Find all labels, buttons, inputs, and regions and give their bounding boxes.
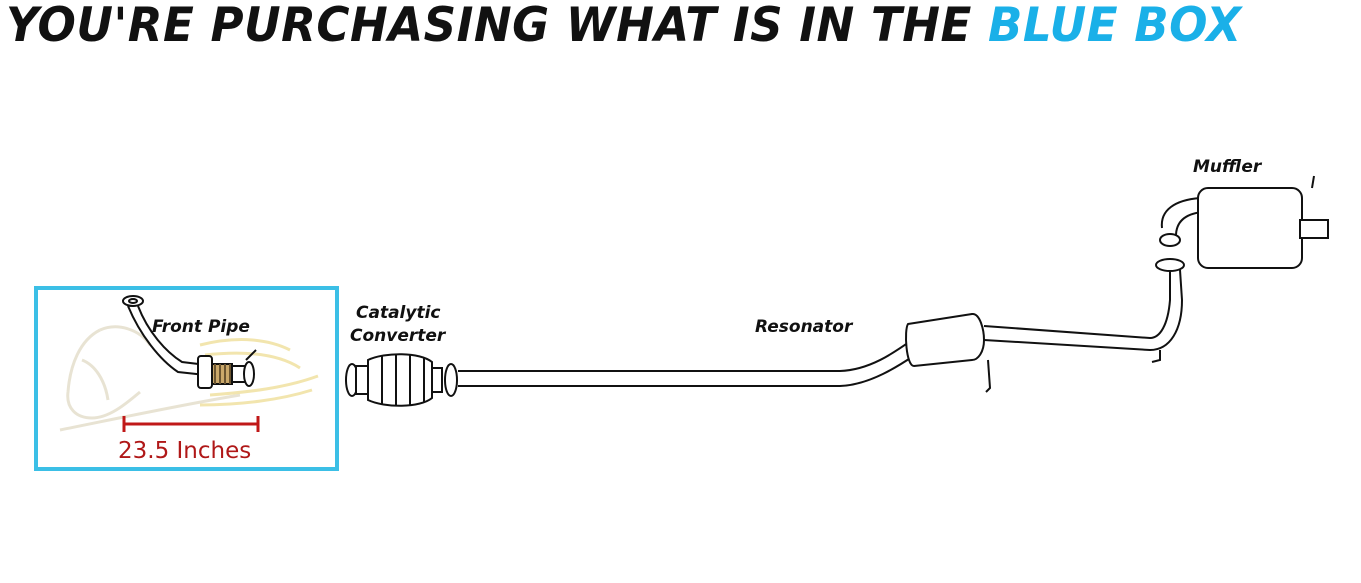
resonator	[905, 269, 1184, 393]
mid-pipe	[458, 339, 916, 387]
horse-watermark	[59, 325, 241, 432]
blue-highlight-box	[34, 286, 339, 471]
muffler	[1155, 175, 1329, 272]
page-headline: YOU'RE PURCHASING WHAT IS IN THE BLUE BO…	[6, 0, 1242, 53]
dimension-marker	[122, 416, 260, 432]
label-catalytic-line2: Converter	[350, 326, 447, 346]
label-resonator: Resonator	[755, 317, 854, 337]
dimension-label: 23.5 Inches	[118, 438, 251, 464]
label-front-pipe: Front Pipe	[152, 317, 250, 337]
label-catalytic-line1: Catalytic	[356, 303, 441, 323]
front-pipe	[122, 295, 257, 389]
headline-text: YOU'RE PURCHASING WHAT IS IN THE	[6, 0, 972, 53]
headline-accent: BLUE BOX	[987, 0, 1242, 53]
label-muffler: Muffler	[1193, 157, 1263, 177]
catalytic-converter	[345, 353, 458, 407]
speed-swooshes	[199, 338, 319, 407]
